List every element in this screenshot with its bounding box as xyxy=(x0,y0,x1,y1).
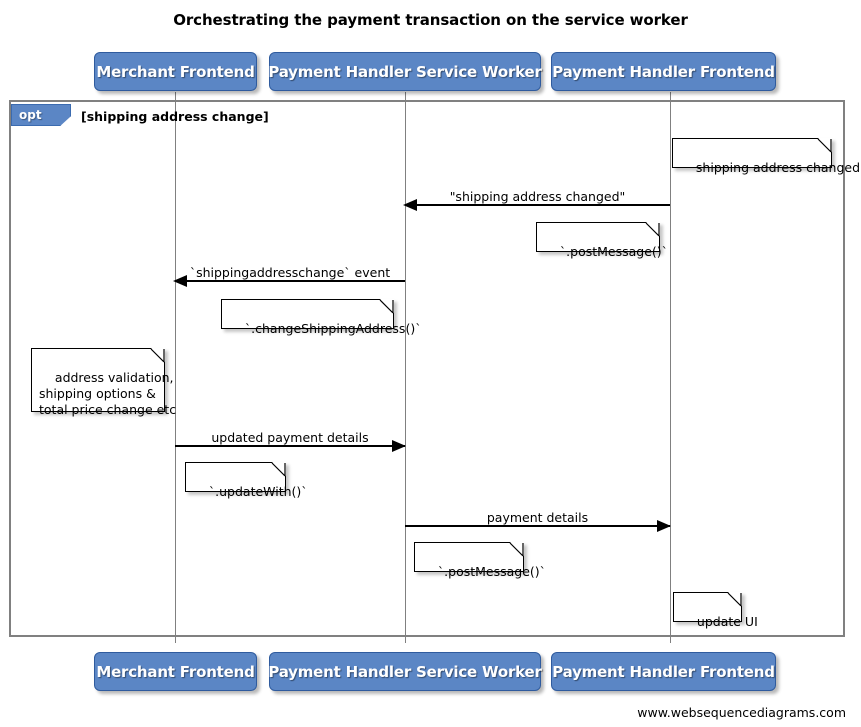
note-fold-line-icon xyxy=(509,542,524,557)
participant-top-payment-handler-frontend[interactable]: Payment Handler Frontend xyxy=(551,52,776,91)
message-line-shippingaddresschange-event xyxy=(175,280,405,282)
fragment-opt-condition: [shipping address change] xyxy=(81,109,269,124)
footer-credit-link[interactable]: www.websequencediagrams.com xyxy=(637,705,846,720)
message-label-updated-payment-details: updated payment details xyxy=(211,430,369,445)
lifeline-payment-handler-frontend xyxy=(670,92,671,643)
note-fold-line-icon xyxy=(150,348,165,363)
participant-bottom-payment-handler-frontend[interactable]: Payment Handler Frontend xyxy=(551,652,776,691)
note-address-validation: address validation, shipping options & t… xyxy=(31,348,176,417)
message-line-payment-details xyxy=(405,525,670,527)
note-fold-line-icon xyxy=(817,138,832,153)
participant-top-payment-handler-service-worker[interactable]: Payment Handler Service Worker xyxy=(268,52,542,91)
message-label-shipping-address-changed: "shipping address changed" xyxy=(449,189,626,204)
note-fold-line-icon xyxy=(727,592,742,607)
message-line-shipping-address-changed xyxy=(405,204,670,206)
lifeline-payment-handler-service-worker xyxy=(405,92,406,643)
note-fold-line-icon xyxy=(379,299,394,314)
note-post-message-1-text: `.postMessage()` xyxy=(559,244,668,259)
message-line-updated-payment-details xyxy=(175,445,405,447)
fragment-opt-frame xyxy=(9,100,845,637)
note-update-ui: update UI xyxy=(673,592,758,629)
note-change-shipping-address-text: `.changeShippingAddress()` xyxy=(244,321,422,336)
lifeline-merchant-frontend xyxy=(175,92,176,643)
note-post-message-2-text: `.postMessage()` xyxy=(437,564,546,579)
note-fold-line-icon xyxy=(645,222,660,237)
note-update-ui-text: update UI xyxy=(696,614,758,629)
participant-bottom-payment-handler-service-worker[interactable]: Payment Handler Service Worker xyxy=(268,652,542,691)
page-title: Orchestrating the payment transaction on… xyxy=(173,11,688,29)
note-fold-line-icon xyxy=(271,462,286,477)
note-address-validation-text: address validation, shipping options & t… xyxy=(39,370,177,417)
participant-top-merchant-frontend[interactable]: Merchant Frontend xyxy=(94,52,257,91)
arrowhead-right-icon-payment-details xyxy=(657,520,671,532)
note-post-message-1: `.postMessage()` xyxy=(536,222,668,259)
note-shipping-address-changed-text: shipping address changed xyxy=(695,160,861,175)
note-post-message-2: `.postMessage()` xyxy=(414,542,546,579)
message-label-shippingaddresschange-event: `shippingaddresschange` event xyxy=(189,265,391,280)
note-shipping-address-changed: shipping address changed xyxy=(672,138,860,175)
note-change-shipping-address: `.changeShippingAddress()` xyxy=(221,299,421,336)
fragment-opt-tab: opt xyxy=(11,104,71,126)
arrowhead-left-icon-shipping-address-changed xyxy=(403,199,417,211)
arrowhead-left-icon-shippingaddresschange-event xyxy=(173,275,187,287)
note-update-with-text: `.updateWith()` xyxy=(208,484,308,499)
participant-bottom-merchant-frontend[interactable]: Merchant Frontend xyxy=(94,652,257,691)
note-update-with: `.updateWith()` xyxy=(185,462,308,499)
arrowhead-right-icon-updated-payment-details xyxy=(392,440,406,452)
message-label-payment-details: payment details xyxy=(486,510,589,525)
